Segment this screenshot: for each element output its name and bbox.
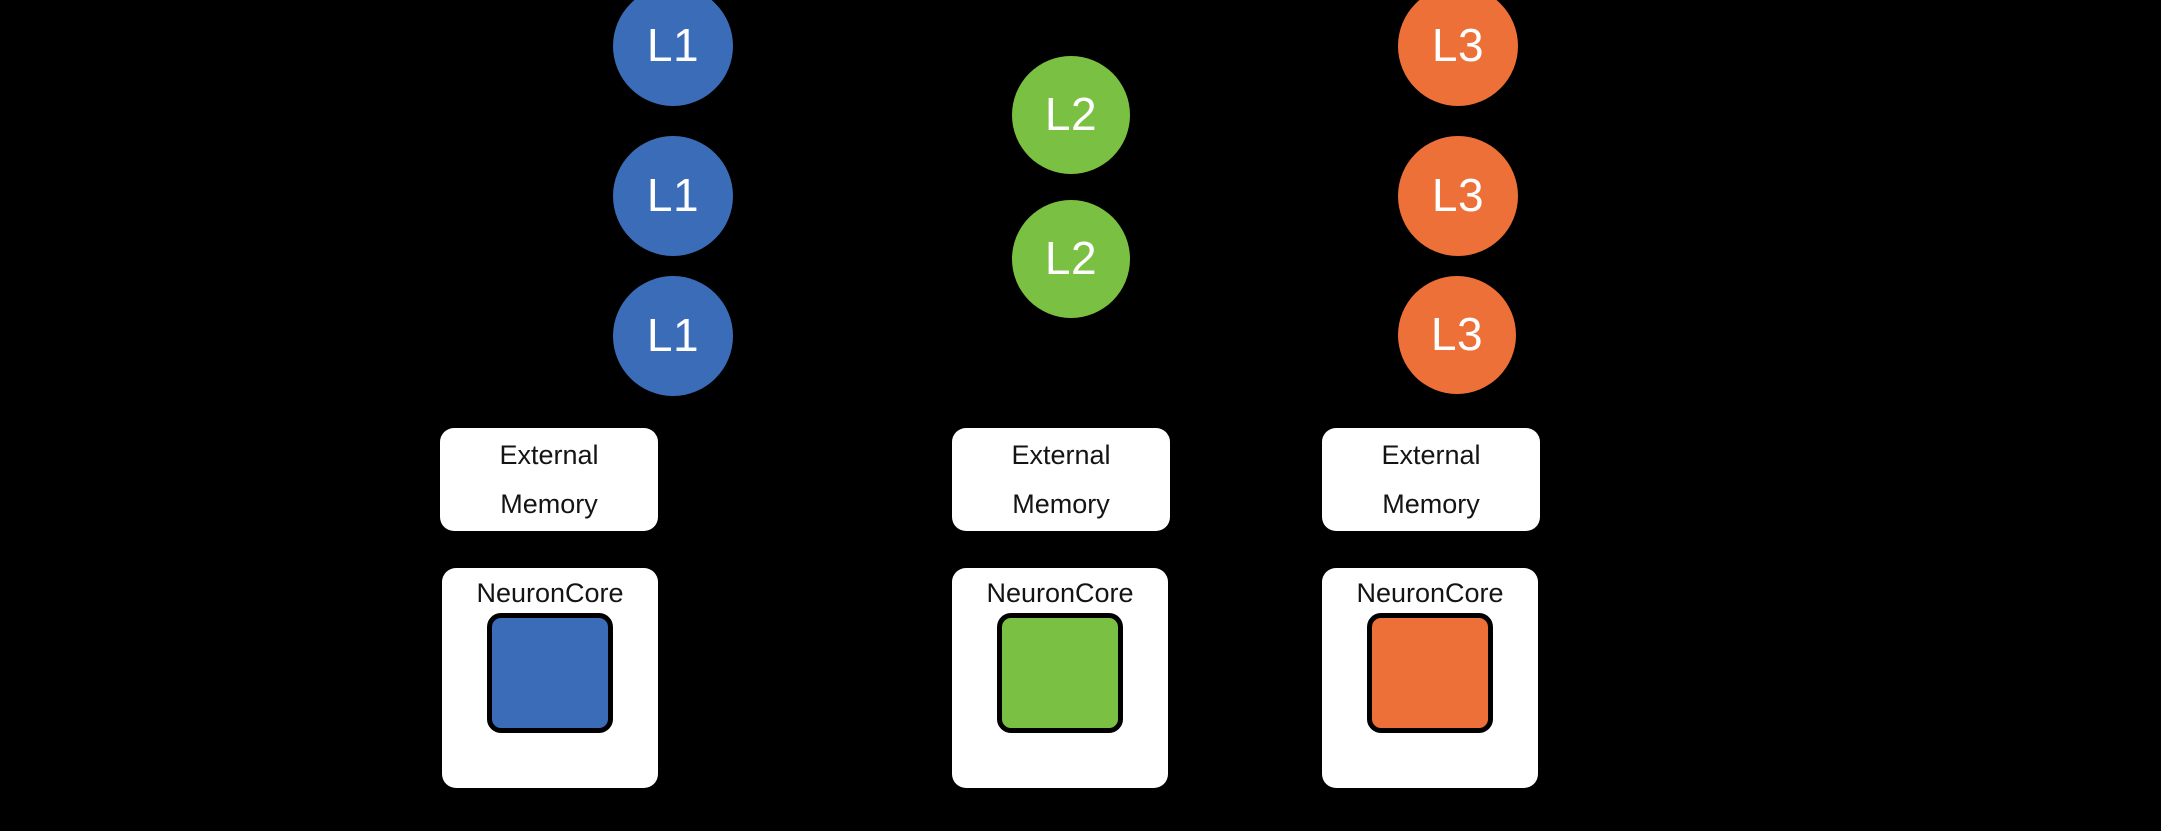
neuroncore-card: NeuronCore bbox=[1322, 568, 1538, 788]
external-memory-label-line-1: External bbox=[499, 439, 599, 470]
layer-node-label: L3 bbox=[1430, 308, 1484, 360]
layer-node-label: L1 bbox=[646, 309, 700, 361]
layer-node-label: L3 bbox=[1431, 19, 1485, 71]
layer-node-label: L3 bbox=[1431, 169, 1485, 221]
external-memory-label-line-1: External bbox=[1011, 439, 1111, 470]
neuroncore-title: NeuronCore bbox=[476, 578, 624, 608]
neuroncore-card: NeuronCore bbox=[442, 568, 658, 788]
layer-node-l3: L3 bbox=[1398, 276, 1516, 394]
layer-node-l3: L3 bbox=[1398, 0, 1518, 106]
neuroncore-chip bbox=[487, 613, 613, 733]
neuroncore-title: NeuronCore bbox=[986, 578, 1134, 608]
external-memory-label-line-2: Memory bbox=[500, 488, 598, 519]
layer-node-l2: L2 bbox=[1012, 200, 1130, 318]
neuroncore-card: NeuronCore bbox=[952, 568, 1168, 788]
layer-node-label: L1 bbox=[646, 169, 700, 221]
layer-node-l1: L1 bbox=[613, 0, 733, 106]
external-memory-label-line-2: Memory bbox=[1382, 488, 1480, 519]
layer-node-label: L2 bbox=[1044, 232, 1098, 284]
external-memory-label-line-1: External bbox=[1381, 439, 1481, 470]
layer-node-l1: L1 bbox=[613, 276, 733, 396]
external-memory-label-line-2: Memory bbox=[1012, 488, 1110, 519]
layer-node-label: L2 bbox=[1044, 88, 1098, 140]
layer-node-l2: L2 bbox=[1012, 56, 1130, 174]
layer-node-l1: L1 bbox=[613, 136, 733, 256]
neuroncore-title: NeuronCore bbox=[1356, 578, 1504, 608]
layer-node-l3: L3 bbox=[1398, 136, 1518, 256]
layer-node-label: L1 bbox=[646, 19, 700, 71]
neuroncore-chip bbox=[997, 613, 1123, 733]
neuroncore-chip bbox=[1367, 613, 1493, 733]
